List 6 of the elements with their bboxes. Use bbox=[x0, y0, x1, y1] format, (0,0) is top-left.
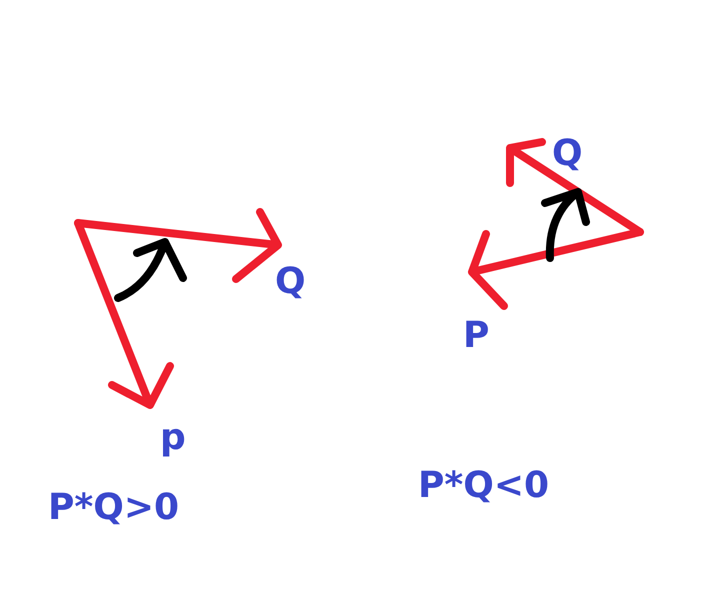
formula-label: P*Q>0 bbox=[48, 488, 180, 528]
vector-label: Q bbox=[275, 262, 306, 302]
vector-label: P bbox=[463, 316, 490, 356]
formula-label: P*Q<0 bbox=[418, 466, 550, 506]
vector-label: Q bbox=[552, 134, 583, 174]
vector-label: p bbox=[160, 418, 186, 458]
